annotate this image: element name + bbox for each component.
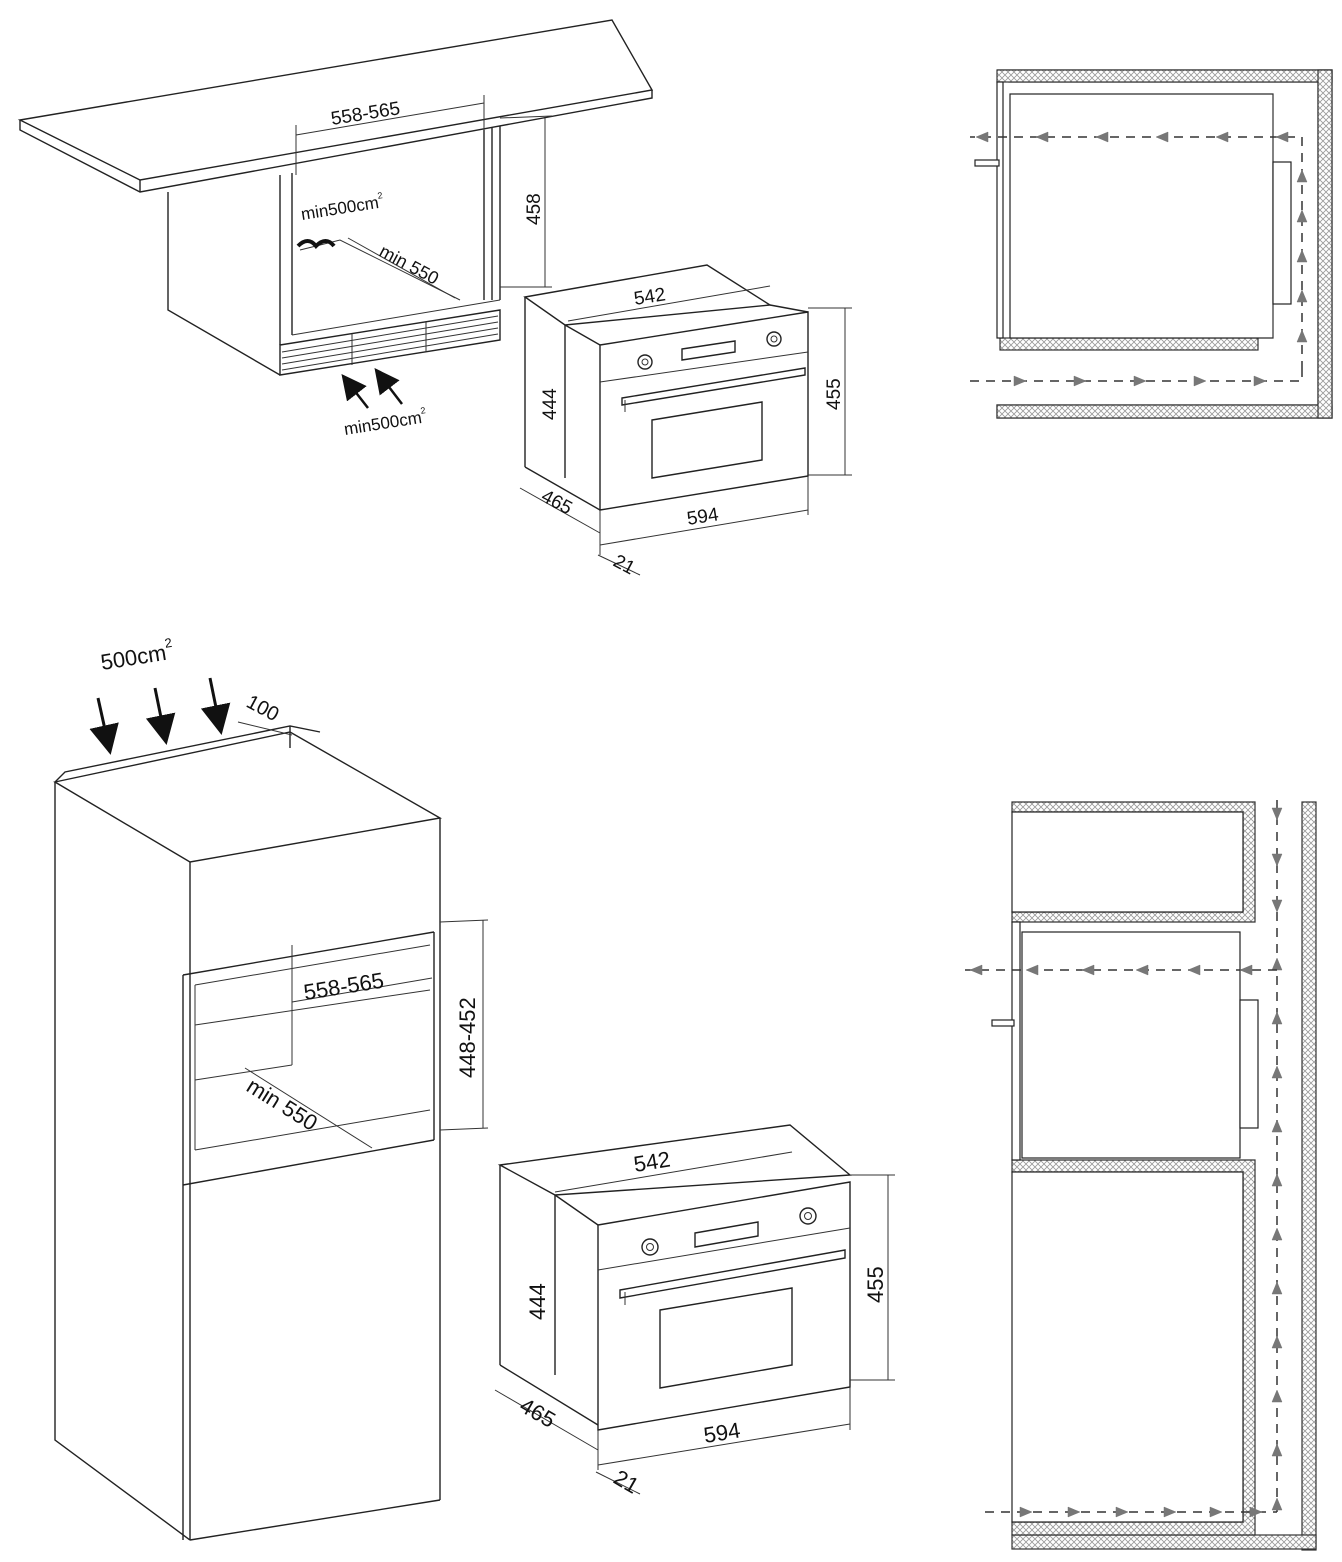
column-min-depth: min 550 xyxy=(242,1073,322,1136)
under-counter-opening-width: 558-565 xyxy=(329,98,401,130)
under-counter-min-depth: min 550 xyxy=(376,241,442,289)
top-vent-arrow-icon xyxy=(296,239,336,249)
airflow-section-under-counter xyxy=(970,69,1333,419)
column-top-vent-label: 500cm2 xyxy=(98,635,175,675)
oven-bottom-depth: 465 xyxy=(516,1393,560,1433)
oven-bottom-body-width: 542 xyxy=(632,1147,672,1177)
column-rear-gap: 100 xyxy=(243,691,283,726)
oven-dimension-drawing-bottom: 542 444 455 465 594 21 xyxy=(494,1124,895,1499)
column-vent-arrow-icon xyxy=(89,697,119,755)
column-cabinet: 558-565 448-452 min 550 500cm2 100 xyxy=(53,635,489,1541)
oven-top-depth: 465 xyxy=(538,486,576,519)
oven-top-body-height: 444 xyxy=(540,388,561,420)
under-counter-top-vent-label: min500cm2 xyxy=(299,190,385,224)
oven-top-body-width: 542 xyxy=(632,284,667,310)
bottom-vent-arrow-icon xyxy=(374,368,403,405)
column-opening-height: 448-452 xyxy=(455,997,480,1078)
oven-top-front-height: 455 xyxy=(824,378,845,410)
under-counter-cabinet: 558-565 458 min500cm2 min 550 min500cm2 xyxy=(17,19,654,439)
under-counter-bottom-vent-label: min500cm2 xyxy=(342,405,428,439)
column-opening-width: 558-565 xyxy=(302,968,386,1005)
airflow-section-column xyxy=(965,800,1317,1551)
oven-dimension-drawing-top: 542 444 455 465 594 21 xyxy=(519,264,852,579)
column-vent-arrow-icon xyxy=(200,677,231,735)
oven-bottom-body-height: 444 xyxy=(525,1283,550,1320)
bottom-vent-arrow-icon xyxy=(341,374,369,409)
oven-top-front-thickness: 21 xyxy=(610,551,639,579)
column-vent-arrow-icon xyxy=(145,687,176,745)
oven-bottom-front-width: 594 xyxy=(702,1418,742,1448)
oven-top-front-width: 594 xyxy=(685,504,720,530)
under-counter-opening-height: 458 xyxy=(524,193,545,225)
oven-bottom-front-height: 455 xyxy=(863,1266,888,1303)
